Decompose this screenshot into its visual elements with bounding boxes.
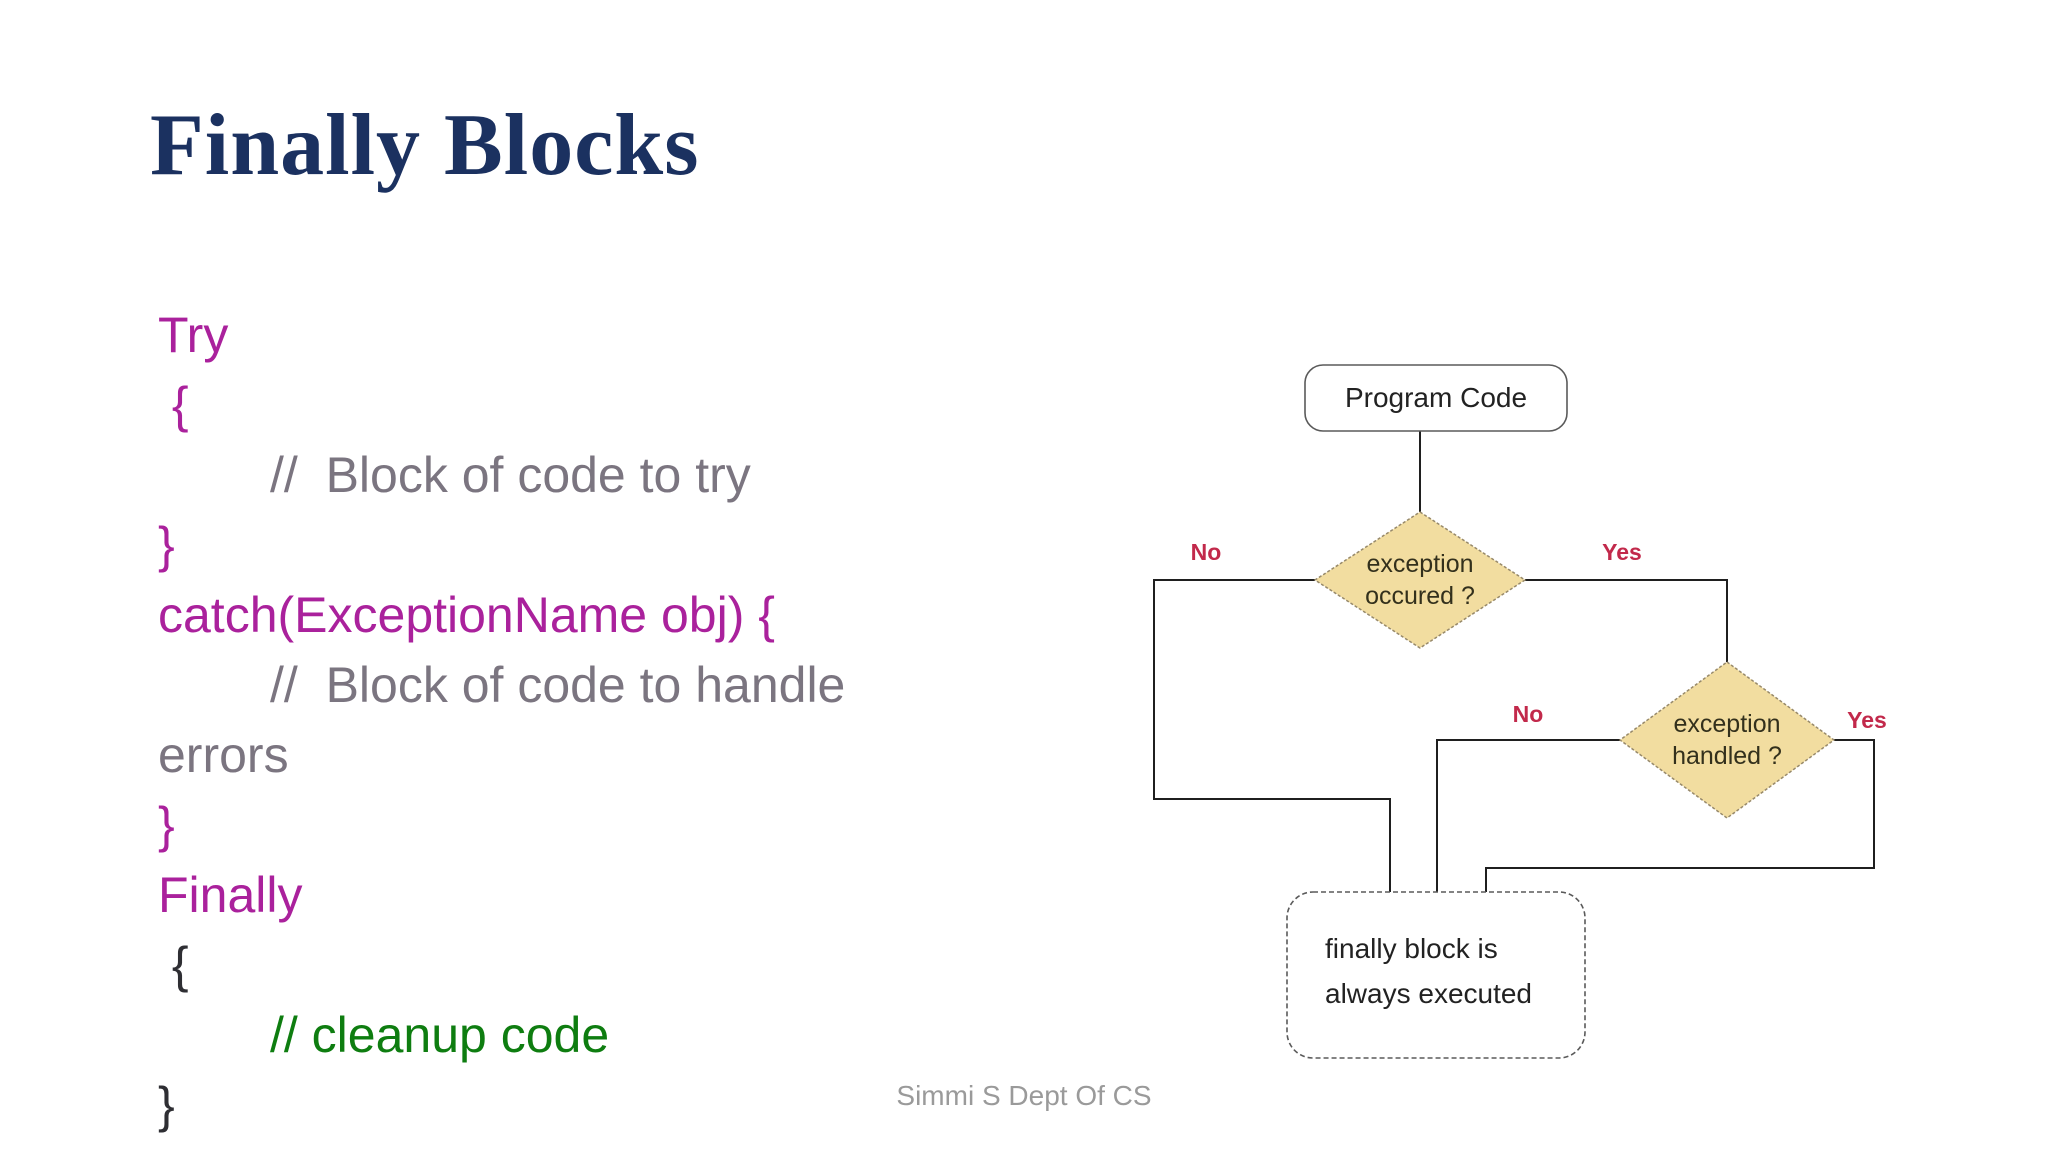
finally-node: [1286, 891, 1586, 1059]
finally-label-line2: always executed: [1325, 978, 1532, 1009]
finally-label-line1: finally block is: [1325, 933, 1498, 964]
code-line: {: [158, 377, 189, 433]
flowchart-svg: Program Code exception occured ? No Yes …: [1153, 364, 1887, 1059]
decision2-label-line1: exception: [1673, 710, 1780, 738]
code-line: errors: [158, 727, 289, 783]
decision1-no-label: No: [1191, 539, 1222, 565]
code-line: {: [158, 937, 189, 993]
page-title: Finally Blocks: [150, 97, 700, 194]
code-line: catch(ExceptionName obj) {: [158, 587, 775, 643]
code-line: Try: [158, 307, 229, 363]
program-code-node: [1304, 364, 1568, 432]
code-line: }: [158, 797, 175, 853]
decision2-label-line2: handled ?: [1672, 742, 1782, 770]
code-line: // Block of code to handle: [270, 657, 846, 713]
decision2-yes-label: Yes: [1847, 707, 1887, 733]
code-line: }: [158, 1077, 175, 1133]
decision-exception-handled: [1618, 661, 1836, 819]
code-line: // cleanup code: [270, 1007, 610, 1063]
code-line: // Block of code to try: [270, 447, 751, 503]
decision2-no-label: No: [1513, 701, 1544, 727]
edge-decision2-no: [1436, 739, 1620, 892]
decision1-label-line2: occured ?: [1365, 582, 1475, 610]
code-line: Finally: [158, 867, 303, 923]
decision1-label-line1: exception: [1366, 550, 1473, 578]
decision1-yes-label: Yes: [1602, 539, 1642, 565]
edge-decision2-yes: [1485, 739, 1875, 892]
code-block: Try { // Block of code to try} catch(Excep…: [158, 300, 845, 1140]
footer-credit: Simmi S Dept Of CS: [896, 1080, 1152, 1111]
code-line: }: [158, 517, 175, 573]
edge-decision1-no: [1153, 579, 1391, 892]
program-code-label: Program Code: [1345, 382, 1527, 413]
edge-decision1-yes: [1525, 579, 1728, 662]
decision-exception-occured: [1313, 511, 1527, 649]
